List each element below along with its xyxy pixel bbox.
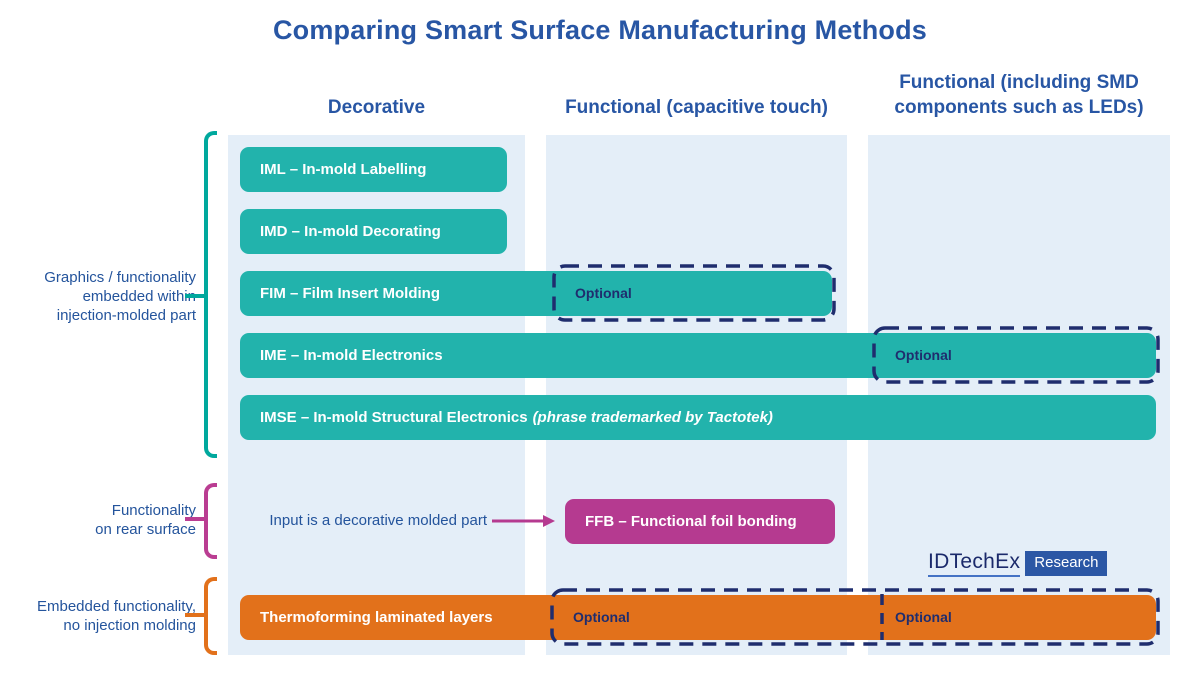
- bar-label-italic: (phrase trademarked by Tactotek): [532, 409, 773, 426]
- group-label-line: Graphics / functionality: [44, 269, 196, 286]
- bar-imd: IMD – In-mold Decorating: [240, 209, 507, 254]
- bracket-tick: [185, 613, 205, 617]
- optional-label-ime: Optional: [895, 347, 952, 363]
- ffb-annotation: Input is a decorative molded part: [269, 512, 487, 529]
- optional-label-fim: Optional: [575, 285, 632, 301]
- logo-brand-text: IDTechEx: [928, 550, 1021, 577]
- bracket-injection-molded: [204, 131, 217, 458]
- column-header-decorative: Decorative: [327, 97, 426, 118]
- group-label-line: embedded within: [82, 288, 196, 305]
- arrow-icon: [492, 515, 555, 527]
- bar-label: FIM – Film Insert Molding: [260, 285, 440, 302]
- page-title: Comparing Smart Surface Manufacturing Me…: [272, 15, 928, 45]
- bracket-tick: [185, 517, 205, 521]
- bar-label: FFB – Functional foil bonding: [585, 513, 797, 530]
- group-label-line: Embedded functionality,: [37, 598, 196, 615]
- bar-imse: IMSE – In-mold Structural Electronics(ph…: [240, 395, 1156, 440]
- bracket-rear-surface: [204, 483, 217, 559]
- column-header-functional-touch: Functional (capacitive touch): [565, 97, 828, 118]
- optional-label-thermo-smd: Optional: [895, 609, 952, 625]
- bracket-no-injection: [204, 577, 217, 655]
- group-label-injection-molded: Graphics / functionality embedded within…: [6, 268, 196, 325]
- group-label-line: no injection molding: [63, 617, 196, 634]
- optional-label-thermo-touch: Optional: [573, 609, 630, 625]
- group-label-line: Functionality: [111, 502, 196, 519]
- group-label-line: injection-molded part: [56, 307, 196, 324]
- bar-iml: IML – In-mold Labelling: [240, 147, 507, 192]
- bar-label: IMD – In-mold Decorating: [260, 223, 441, 240]
- bar-label: IML – In-mold Labelling: [260, 161, 427, 178]
- bar-thermoforming: Thermoforming laminated layers: [240, 595, 1156, 640]
- bar-ime: IME – In-mold Electronics: [240, 333, 1156, 378]
- group-label-no-injection: Embedded functionality, no injection mol…: [6, 597, 196, 635]
- group-label-line: on rear surface: [95, 521, 196, 538]
- idtechex-logo: IDTechEx Research: [928, 550, 1108, 577]
- bar-label: IMSE – In-mold Structural Electronics: [260, 409, 528, 426]
- logo-research-badge: Research: [1025, 551, 1108, 576]
- bar-fim: FIM – Film Insert Molding: [240, 271, 832, 316]
- bar-label: IME – In-mold Electronics: [260, 347, 443, 364]
- column-header-functional-smd: Functional (including SMD components suc…: [894, 72, 1144, 118]
- group-label-rear-surface: Functionality on rear surface: [6, 501, 196, 539]
- bracket-tick: [185, 294, 205, 298]
- bar-label: Thermoforming laminated layers: [260, 609, 493, 626]
- bar-ffb: FFB – Functional foil bonding: [565, 499, 835, 544]
